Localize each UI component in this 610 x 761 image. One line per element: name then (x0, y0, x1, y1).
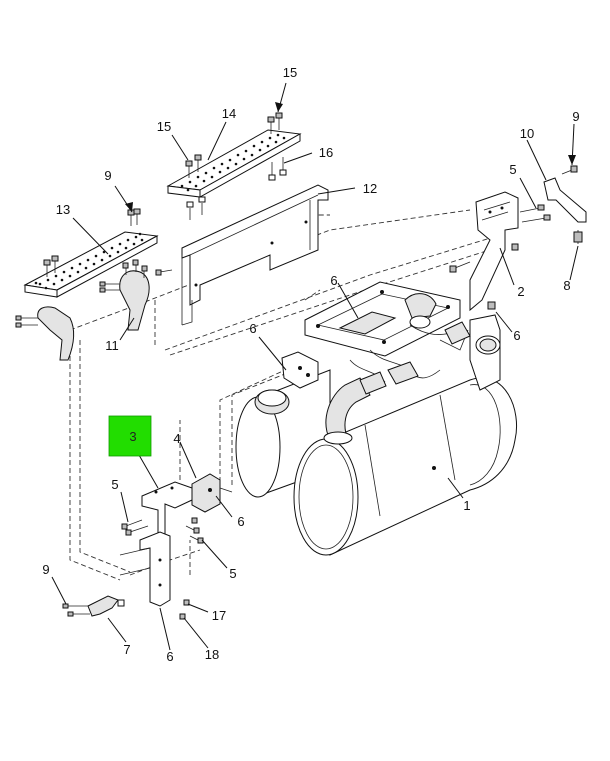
callout-5-right[interactable]: 5 (509, 162, 516, 177)
callout-4[interactable]: 4 (173, 431, 180, 446)
mount-bracket-11 (99, 259, 173, 331)
callout-15-top[interactable]: 15 (283, 65, 297, 80)
callout-2[interactable]: 2 (517, 284, 524, 299)
callout-1[interactable]: 1 (463, 498, 470, 513)
bracket-10 (543, 165, 587, 244)
highlight-box[interactable] (108, 415, 152, 457)
callout-18[interactable]: 18 (205, 647, 219, 662)
bracket-4 (191, 473, 233, 513)
lower-bracket-7 (62, 595, 125, 617)
callout-14[interactable]: 14 (222, 106, 236, 121)
callout-6-mid[interactable]: 6 (237, 514, 244, 529)
callout-9-right[interactable]: 9 (572, 109, 579, 124)
callout-6-center[interactable]: 6 (249, 321, 256, 336)
callout-9-lower[interactable]: 9 (42, 562, 49, 577)
callout-16[interactable]: 16 (319, 145, 333, 160)
callout-15-left[interactable]: 15 (157, 119, 171, 134)
callout-17[interactable]: 17 (212, 608, 226, 623)
callout-5-left[interactable]: 5 (111, 477, 118, 492)
fasteners-17-18 (179, 599, 190, 620)
callout-7[interactable]: 7 (123, 642, 130, 657)
callout-11[interactable]: 11 (105, 338, 119, 353)
bracket-2 (449, 191, 551, 312)
aftertreatment-assembly (235, 281, 517, 556)
callout-5-lower[interactable]: 5 (229, 566, 236, 581)
callout-6-right[interactable]: 6 (513, 328, 520, 343)
bracket-3 (121, 481, 204, 565)
mount-bracket-left (15, 306, 75, 361)
callout-10[interactable]: 10 (520, 126, 534, 141)
callout-8[interactable]: 8 (563, 278, 570, 293)
step-plate-left (23, 208, 159, 298)
callout-6-lower[interactable]: 6 (166, 649, 173, 664)
lower-bracket-6 (119, 531, 171, 607)
support-bracket-12 (181, 184, 329, 326)
callout-9-left[interactable]: 9 (104, 168, 111, 183)
callout-13[interactable]: 13 (56, 202, 70, 217)
callout-6-top[interactable]: 6 (330, 273, 337, 288)
step-plate-upper (166, 112, 302, 220)
callout-labels: 15 14 15 16 12 9 13 10 9 5 2 8 6 6 11 6 … (42, 65, 579, 664)
highlight-label: 3 (129, 429, 136, 444)
leader-arrowheads (125, 102, 576, 212)
callout-12[interactable]: 12 (363, 181, 377, 196)
